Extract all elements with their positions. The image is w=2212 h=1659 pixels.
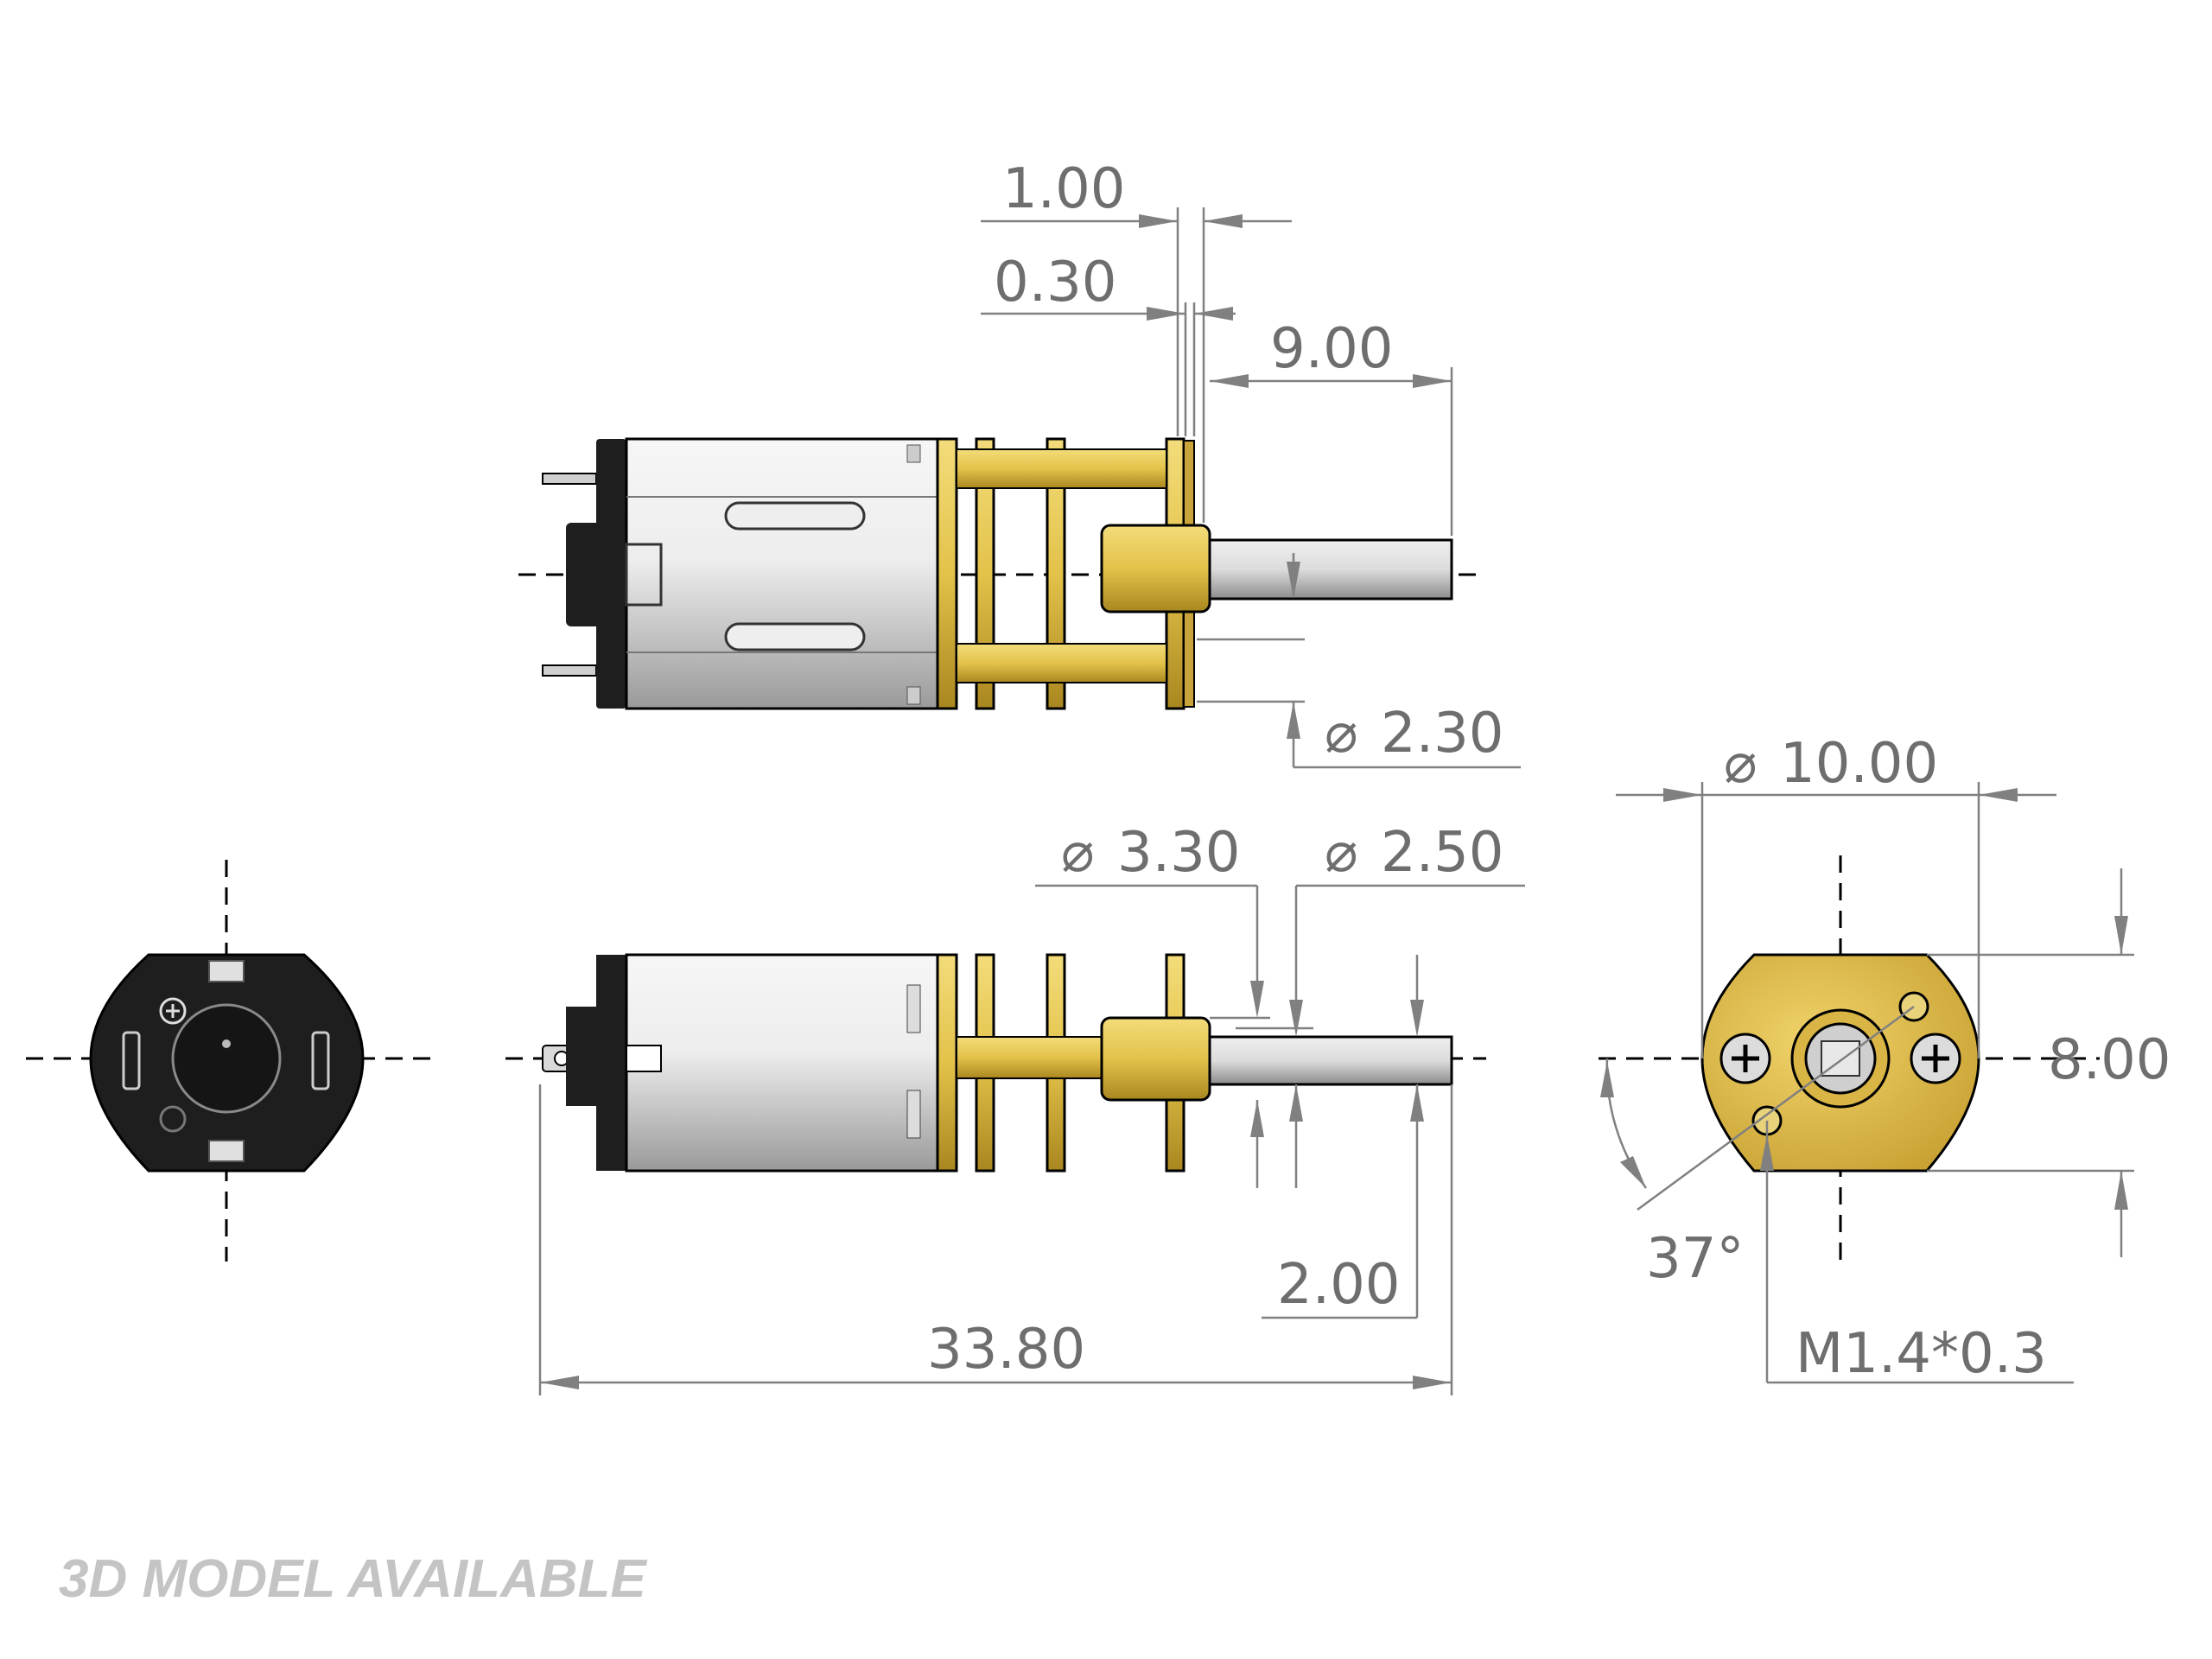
dim-flat-depth: 2.00 — [1277, 1253, 1401, 1317]
top-view — [518, 437, 1486, 710]
dimension-lines — [538, 207, 2134, 1395]
dim-shaft-flat-diameter-symbol: ⌀ — [1325, 702, 1358, 766]
dim-gear-width: 1.00 — [1002, 157, 1126, 221]
front-view — [505, 953, 1486, 1173]
dim-shaft-diameter: 2.50 — [1381, 821, 1504, 885]
rear-end-view — [26, 860, 432, 1262]
dim-gearbox-diameter: 10.00 — [1780, 732, 1938, 796]
dim-bushing-diameter-symbol: ⌀ — [1061, 821, 1095, 885]
dim-thread-spec: M1.4*0.3 — [1796, 1322, 2047, 1386]
dim-gearbox-diameter-symbol: ⌀ — [1724, 732, 1758, 796]
dim-flange-width: 0.30 — [994, 251, 1117, 315]
dim-shaft-diameter-symbol: ⌀ — [1325, 821, 1358, 885]
dim-gearbox-width: 8.00 — [2048, 1028, 2171, 1092]
gearbox-end-view — [1599, 855, 2100, 1270]
watermark-label: 3D MODEL AVAILABLE — [59, 1549, 647, 1609]
dim-shaft-flat-diameter: 2.30 — [1381, 702, 1504, 766]
dim-overall-length: 33.80 — [927, 1318, 1085, 1382]
dim-shaft-length: 9.00 — [1270, 317, 1394, 381]
dim-hole-angle: 37° — [1646, 1227, 1744, 1291]
dimension-labels: 1.00 0.30 9.00 ⌀ 2.30 ⌀ 3.30 ⌀ 2.50 2.00… — [927, 157, 2171, 1386]
dim-bushing-diameter: 3.30 — [1117, 821, 1241, 885]
